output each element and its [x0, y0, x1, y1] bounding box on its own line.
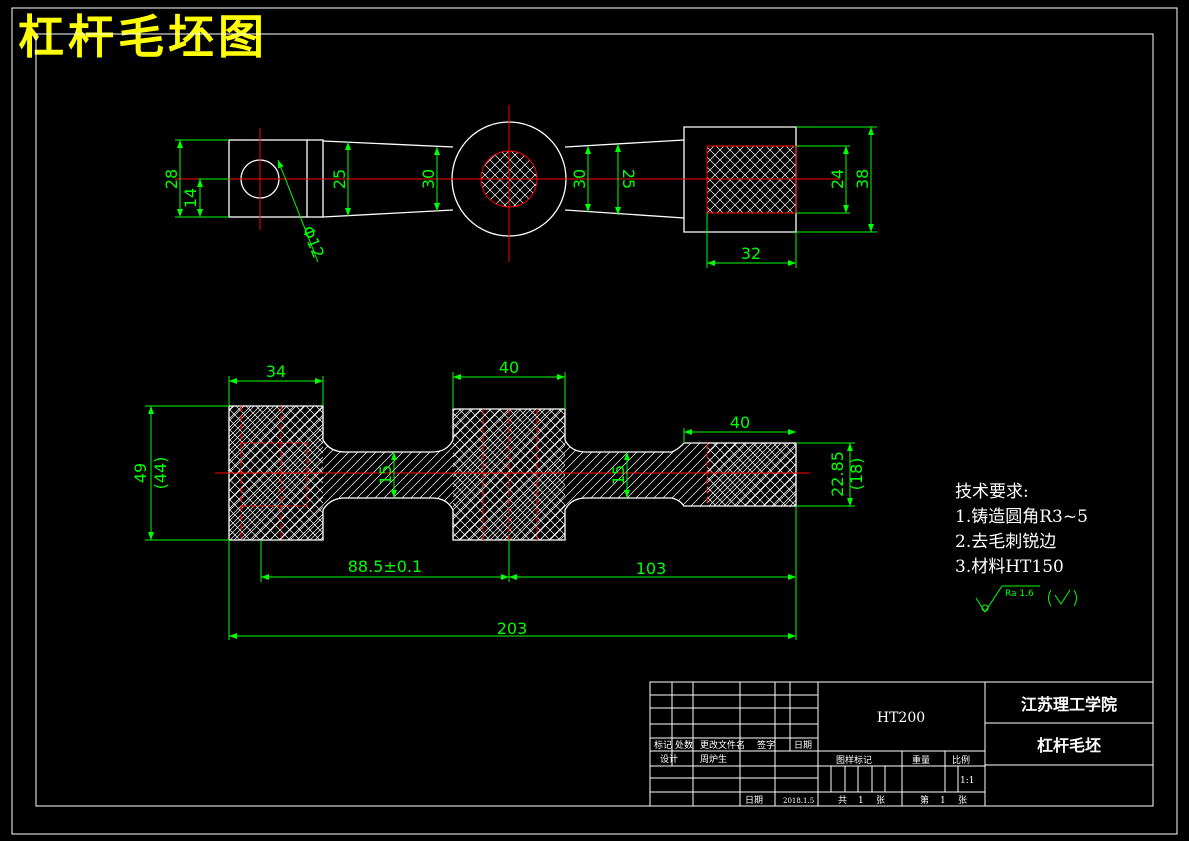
- inner-frame: [35, 33, 1154, 807]
- tb-sheet-unit2: 张: [958, 795, 967, 806]
- tb-approve: 日期: [745, 795, 763, 806]
- tb-weight: 重量: [912, 754, 930, 766]
- right-end-section: [707, 443, 796, 506]
- dim-30a: 30: [419, 169, 438, 189]
- title-block-lines: [649, 681, 1154, 807]
- front-hidden: [240, 406, 708, 540]
- dim-22-85: 22.85: [828, 451, 847, 497]
- dim-49: 49: [131, 463, 150, 483]
- dim-88-5: 88.5±0.1: [348, 557, 422, 576]
- tb-material: HT200: [877, 710, 925, 726]
- note-item-1: 1.铸造圆角R3~5: [955, 507, 1088, 527]
- dim-40b: 40: [730, 413, 750, 432]
- roughness-value: Ra 1.6: [1005, 589, 1034, 599]
- dim-15a: 15: [376, 465, 395, 485]
- tb-designer: 周炉生: [700, 753, 727, 765]
- top-dimensions: [175, 126, 877, 268]
- tb-doc: 更改文件名: [700, 739, 745, 751]
- tb-date: 日期: [794, 740, 812, 751]
- tb-sheet-unit: 张: [876, 795, 885, 806]
- tb-part-name: 杠杆毛坯: [1037, 736, 1101, 755]
- tb-school: 江苏理工学院: [1021, 695, 1117, 714]
- dim-15b: 15: [609, 465, 628, 485]
- tb-scale-label: 比例: [952, 754, 970, 766]
- dim-34: 34: [266, 362, 286, 381]
- dim-28: 28: [162, 169, 181, 189]
- tb-sheet: 第: [920, 794, 929, 806]
- tb-design: 设计: [660, 753, 678, 765]
- tb-scale: 1:1: [960, 776, 974, 786]
- dim-32: 32: [741, 244, 761, 263]
- dim-44: (44): [151, 457, 170, 490]
- tb-count: 处数: [675, 739, 693, 751]
- drawing-title: 杠杆毛坯图: [18, 10, 268, 64]
- dim-40a: 40: [499, 358, 519, 377]
- dim-25a: 25: [330, 169, 349, 189]
- tb-mark: 标记: [654, 739, 672, 751]
- front-dimensions: [145, 372, 855, 640]
- dim-phi12: Φ12: [298, 223, 328, 261]
- notes-heading: 技术要求:: [955, 482, 1029, 502]
- dim-24: 24: [828, 169, 847, 189]
- note-item-2: 2.去毛刺锐边: [955, 532, 1057, 552]
- dim-25b: 25: [619, 169, 638, 189]
- dim-38: 38: [853, 169, 872, 189]
- note-item-3: 3.材料HT150: [955, 557, 1064, 577]
- tb-total-n: 1: [858, 796, 864, 806]
- dim-203: 203: [497, 619, 528, 638]
- dim-103: 103: [636, 559, 667, 578]
- technical-notes: 技术要求: 1.铸造圆角R3~5 2.去毛刺锐边 3.材料HT150: [955, 480, 1088, 580]
- tb-total: 共: [838, 795, 847, 806]
- roughness-symbol: [975, 585, 1077, 613]
- dim-18: (18): [847, 458, 866, 491]
- dim-30b: 30: [570, 169, 589, 189]
- dim-14: 14: [181, 188, 200, 208]
- tb-stage: 图样标记: [836, 754, 872, 766]
- tb-sheet-n: 1: [940, 796, 946, 806]
- outer-frame: [11, 7, 1178, 835]
- tb-date-val: 2018.1.5: [783, 797, 814, 805]
- tb-sign: 签字: [757, 739, 775, 751]
